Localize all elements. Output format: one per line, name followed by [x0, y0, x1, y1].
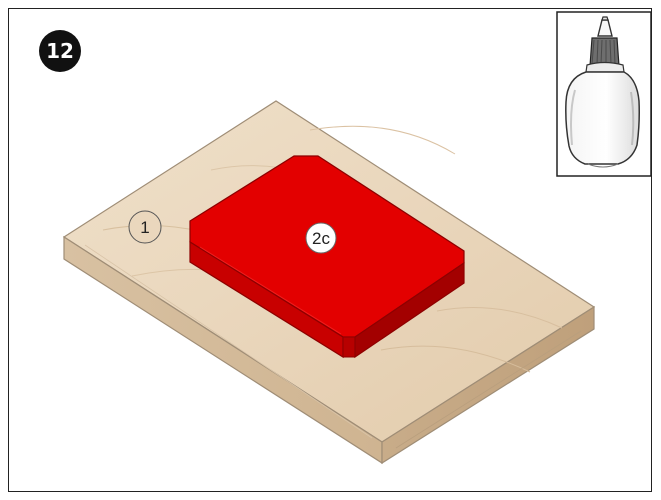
block-part-callout: 2c — [305, 222, 337, 254]
step-number: 12 — [46, 39, 74, 63]
glue-bottle-icon — [565, 16, 640, 168]
glue-inset — [556, 11, 652, 177]
step-badge: 12 — [39, 30, 81, 72]
red-block: 2c — [189, 155, 465, 359]
board-part-label: 1 — [140, 218, 149, 237]
board-part-callout: 1 — [128, 210, 162, 244]
block-part-label: 2c — [312, 229, 330, 248]
